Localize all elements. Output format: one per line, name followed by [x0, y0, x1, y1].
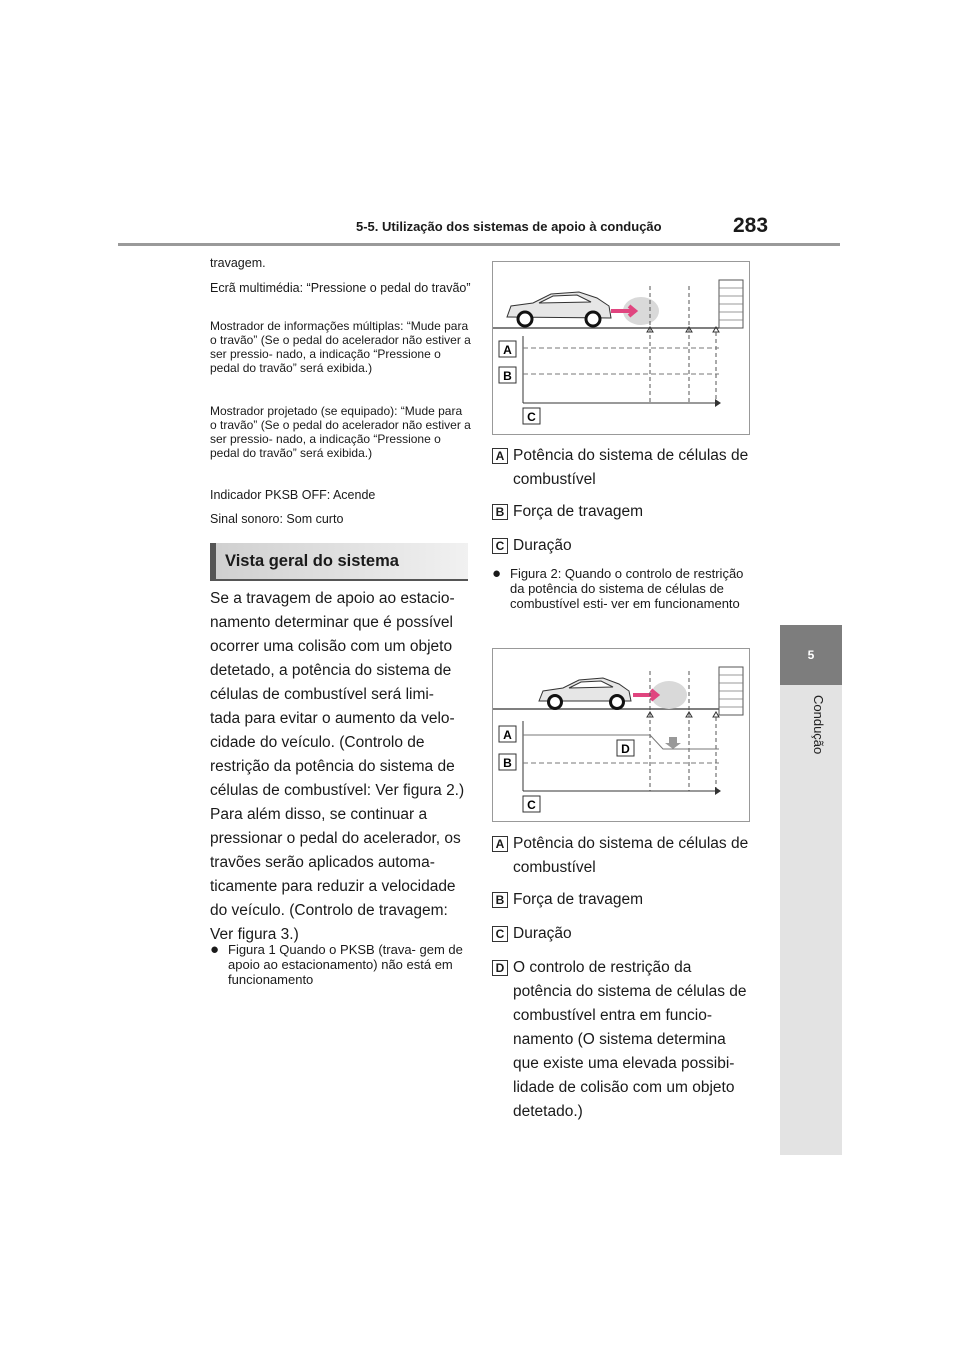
- fig1-legend-a-text: Potência do sistema de células de combus…: [513, 447, 749, 488]
- overview-body: Se a travagem de apoio ao estacio- namen…: [210, 590, 465, 943]
- fig2-label-c: C: [527, 798, 536, 812]
- paragraph-multimedia: Ecrã multimédia: “Pressione o pedal do t…: [210, 281, 471, 295]
- chapter-side-band: [780, 685, 842, 1155]
- fig1-legend-b-text: Força de travagem: [513, 503, 644, 520]
- paragraph-travagem: travagem.: [210, 256, 266, 270]
- chapter-number-tab: 5: [780, 625, 842, 685]
- figure1-diagram: A B C: [492, 261, 750, 435]
- section-header-title: 5-5. Utilização dos sistemas de apoio à …: [356, 219, 662, 234]
- fig2-legend-b-key: B: [492, 892, 508, 908]
- car-icon: [538, 677, 632, 710]
- bullet-icon: ●: [492, 565, 502, 582]
- fig1-legend-c-key: C: [492, 538, 508, 554]
- arrow-icon: [633, 688, 661, 702]
- bullet-figure2-text: Figura 2: Quando o controlo de restrição…: [510, 566, 744, 611]
- section-heading: Vista geral do sistema: [210, 543, 468, 581]
- arrow-icon: [611, 304, 639, 318]
- fig1-legend-a-key: A: [492, 448, 508, 464]
- fig2-legend-d-text: O controlo de restrição da potência do s…: [513, 959, 747, 1120]
- fig2-legend-c: C Duração: [492, 922, 752, 946]
- fig1-label-a: A: [503, 343, 512, 357]
- bullet-figure1: ● Figura 1 Quando o PKSB (trava- gem de …: [210, 942, 476, 987]
- fig1-label-b: B: [503, 369, 512, 383]
- fig2-legend-c-text: Duração: [513, 925, 572, 942]
- paragraph-buzzer: Sinal sonoro: Som curto: [210, 512, 344, 526]
- fig1-label-c: C: [527, 410, 536, 424]
- fig2-label-b: B: [503, 756, 512, 770]
- bullet-figure2: ● Figura 2: Quando o controlo de restriç…: [492, 566, 746, 611]
- paragraph-mid: Mostrador de informações múltiplas: “Mud…: [210, 319, 471, 375]
- bullet-figure1-text: Figura 1 Quando o PKSB (trava- gem de ap…: [228, 942, 463, 987]
- fig2-legend-a: A Potência do sistema de células de comb…: [492, 832, 752, 880]
- fig1-legend-b-key: B: [492, 504, 508, 520]
- fig2-legend-d: D O controlo de restrição da potência do…: [492, 956, 752, 1124]
- fig1-legend-a: A Potência do sistema de células de comb…: [492, 444, 752, 492]
- bullet-icon: ●: [210, 941, 220, 958]
- fig2-legend-c-key: C: [492, 926, 508, 942]
- fig2-legend-b-text: Força de travagem: [513, 891, 644, 908]
- fig1-legend-b: B Força de travagem: [492, 500, 752, 524]
- fig2-label-a: A: [503, 728, 512, 742]
- chapter-label: Condução: [811, 695, 826, 755]
- fig2-label-d: D: [621, 742, 630, 756]
- fig2-legend-b: B Força de travagem: [492, 888, 752, 912]
- section-heading-text: Vista geral do sistema: [225, 552, 399, 570]
- car-icon: [506, 291, 612, 328]
- sensor-cloud-icon: [651, 681, 687, 709]
- paragraph-pksb-indicator: Indicador PKSB OFF: Acende: [210, 488, 376, 502]
- fig2-legend-d-key: D: [492, 960, 508, 976]
- page-number: 283: [733, 214, 769, 237]
- header-rule: [118, 243, 840, 246]
- fig2-legend-a-text: Potência do sistema de células de combus…: [513, 835, 749, 876]
- figure2-diagram: A B C D: [492, 648, 750, 822]
- fig1-legend-c: C Duração: [492, 534, 752, 558]
- section-heading-bar: [210, 543, 216, 579]
- paragraph-hud: Mostrador projetado (se equipado): “Mude…: [210, 404, 471, 460]
- fig1-legend-c-text: Duração: [513, 537, 572, 554]
- drop-arrow-icon: [665, 737, 681, 749]
- fig2-legend-a-key: A: [492, 836, 508, 852]
